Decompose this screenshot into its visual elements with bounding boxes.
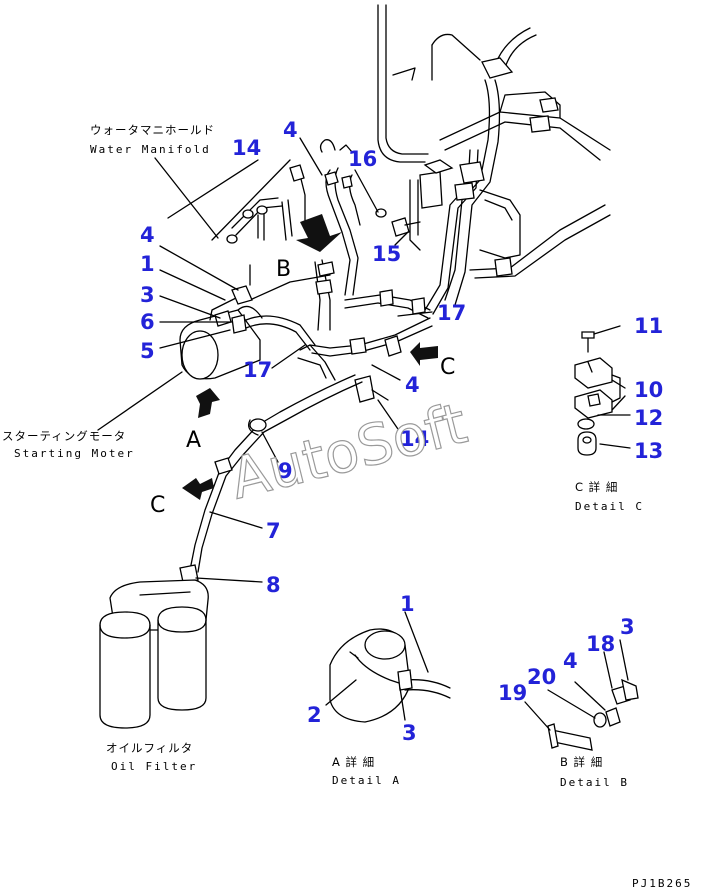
callout-9: 9 — [278, 459, 293, 483]
callout-14-mid: 14 — [400, 427, 429, 451]
leader-lines — [97, 137, 631, 731]
engine-structure — [226, 4, 611, 403]
detail-b-callout-3: 3 — [620, 615, 635, 639]
callout-5: 5 — [140, 339, 155, 363]
view-letter-a: A — [186, 428, 201, 453]
detail-c-caption-en: Detail C — [575, 500, 644, 513]
captions: ウォータマニホールド Water Manifold スターティングモータ Sta… — [2, 123, 644, 789]
detail-b-caption-en: Detail B — [560, 776, 629, 789]
detail-b-drawing — [547, 678, 639, 751]
detail-a-callout-2: 2 — [307, 703, 322, 727]
callout-4-mid: 4 — [405, 373, 420, 397]
view-arrow-c-right — [410, 342, 438, 366]
callout-12: 12 — [634, 406, 663, 430]
detail-c-drawing — [574, 331, 621, 456]
detail-b-callout-18: 18 — [586, 632, 615, 656]
detail-b-callout-4: 4 — [563, 649, 578, 673]
callout-15: 15 — [372, 242, 401, 266]
starting-motor-caption-en: Starting Moter — [14, 447, 135, 460]
callout-16: 16 — [348, 147, 377, 171]
detail-a-caption-jp: A 詳 細 — [332, 755, 375, 769]
callout-8: 8 — [266, 573, 281, 597]
callout-11: 11 — [634, 314, 663, 338]
callout-10: 10 — [634, 378, 663, 402]
view-arrow-c-left — [182, 478, 214, 500]
water-manifold-caption-jp: ウォータマニホールド — [90, 123, 215, 137]
callout-7: 7 — [266, 519, 281, 543]
starting-motor — [179, 264, 316, 380]
view-letter-b: B — [276, 257, 291, 282]
callout-13: 13 — [634, 439, 663, 463]
view-arrows — [182, 214, 438, 500]
detail-a-callout-3: 3 — [402, 721, 417, 745]
view-letter-c-right: C — [440, 355, 455, 380]
view-arrow-b — [296, 214, 342, 252]
water-manifold-caption-en: Water Manifold — [90, 143, 211, 156]
callout-4-top: 4 — [283, 118, 298, 142]
callout-17-left: 17 — [243, 358, 272, 382]
callout-6: 6 — [140, 310, 155, 334]
drawing-code: PJ1B265 — [632, 877, 692, 890]
oil-filter — [99, 579, 209, 729]
detail-a-drawing — [329, 628, 451, 723]
oil-pipe — [179, 374, 363, 583]
callout-4-left: 4 — [140, 223, 155, 247]
callouts: 14 4 16 15 4 1 3 6 5 17 17 4 14 9 7 8 11… — [140, 118, 663, 745]
callout-17-right: 17 — [437, 301, 466, 325]
detail-b-callout-19: 19 — [498, 681, 527, 705]
view-letter-c-left: C — [150, 493, 165, 518]
detail-a-caption-en: Detail A — [332, 774, 401, 787]
callout-1-left: 1 — [140, 252, 155, 276]
detail-a-callout-1: 1 — [400, 592, 415, 616]
view-arrow-a — [196, 388, 220, 418]
watermark: AutoSoft — [224, 391, 473, 512]
detail-c-caption-jp: C 詳 細 — [575, 480, 618, 494]
starting-motor-caption-jp: スターティングモータ — [2, 429, 126, 443]
callout-3-left: 3 — [140, 283, 155, 307]
oil-filter-caption-jp: オイルフィルタ — [106, 741, 193, 755]
detail-b-caption-jp: B 詳 細 — [560, 755, 603, 769]
detail-b-callout-20: 20 — [527, 665, 556, 689]
oil-filter-caption-en: Oil Filter — [111, 760, 197, 773]
callout-14-top: 14 — [232, 136, 261, 160]
